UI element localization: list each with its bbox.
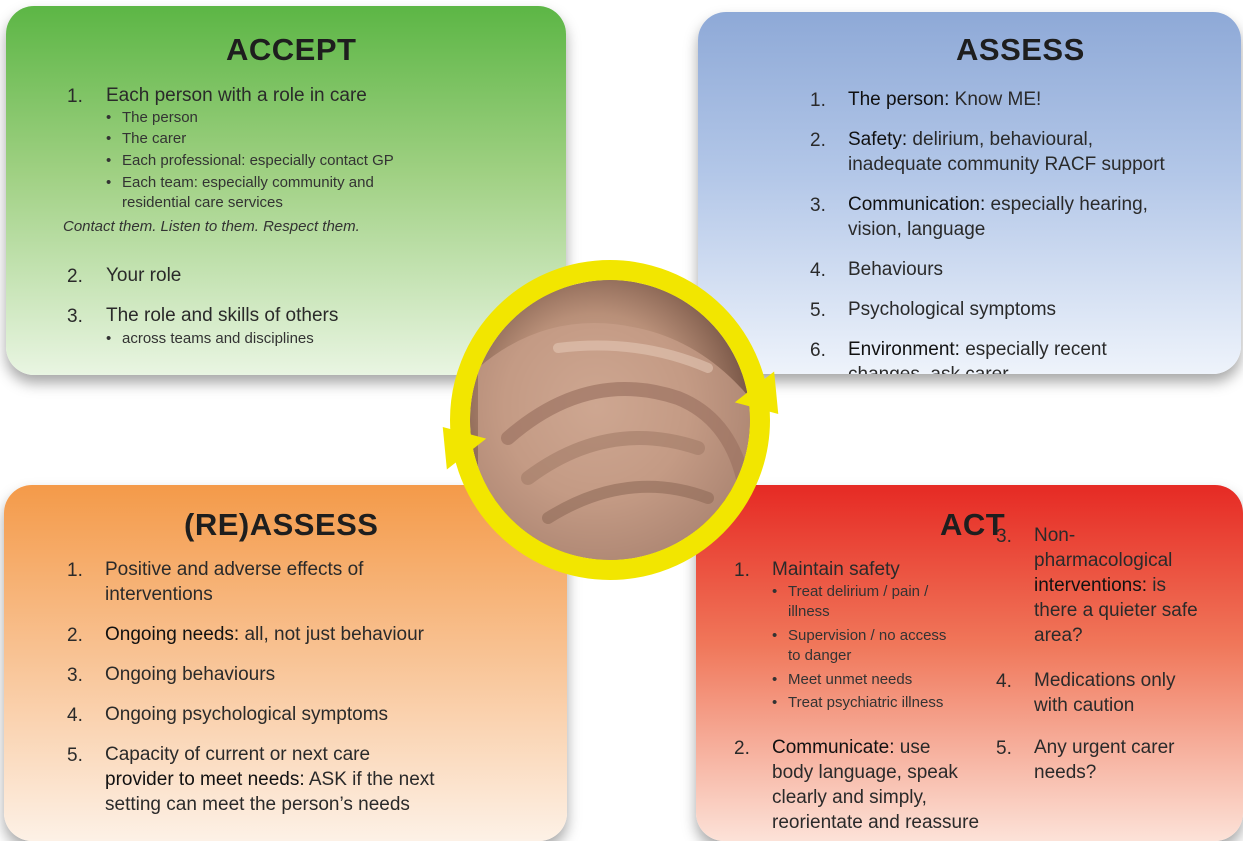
reassess-item-4: Ongoing psychological symptoms [105,704,389,725]
act-item-3-line1: Non- [1034,525,1076,546]
accept-item-3: The role and skills of others [106,305,339,326]
act-item-3-line4: there a quieter safe [1034,600,1198,621]
assess-item-5: Psychological symptoms [848,299,1057,320]
reassess-item-5-line2: provider to meet needs: ASK if the next [105,769,435,790]
act-sub-1: Treat delirium / pain / [772,582,928,602]
assess-num-1: 1. [810,90,826,111]
accept-sub-1: The person [106,108,198,128]
accept-num-2: 2. [67,266,83,287]
assess-num-5: 5. [810,300,826,321]
reassess-title: (RE)ASSESS [184,507,379,542]
act-sub-2: Supervision / no access [772,626,946,646]
act-item-5-line1: Any urgent carer [1034,737,1175,758]
act-sub-2-cont: to danger [788,647,852,664]
act-num-2: 2. [734,738,750,759]
reassess-panel: (RE)ASSESS 1. Positive and adverse effec… [4,485,567,841]
act-num-4: 4. [996,671,1012,692]
accept-note: Contact them. Listen to them. Respect th… [63,218,360,235]
act-sub-4: Treat psychiatric illness [772,693,943,713]
assess-item-2: Safety: delirium, behavioural, [848,129,1094,150]
reassess-item-1: Positive and adverse effects of [105,559,364,580]
accept-num-1: 1. [67,86,83,107]
reassess-num-1: 1. [67,560,83,581]
assess-item-4: Behaviours [848,259,944,280]
assess-item-1: The person: Know ME! [848,89,1042,110]
assess-num-4: 4. [810,260,826,281]
act-item-3-line3: interventions: is [1034,575,1167,596]
accept-sub-2: The carer [106,129,186,149]
act-item-5-line2: needs? [1034,762,1097,783]
reassess-num-4: 4. [67,705,83,726]
act-item-2-line3: clearly and simply, [772,787,927,808]
cycle-arrows-ring-icon [442,260,779,580]
act-item-1: Maintain safety [772,559,900,580]
act-item-4-line2: with caution [1034,695,1135,716]
assess-item-6: Environment: especially recent [848,339,1107,360]
assess-title: ASSESS [956,32,1085,67]
accept-sub3-1: across teams and disciplines [106,329,314,349]
reassess-num-3: 3. [67,665,83,686]
reassess-item-5: Capacity of current or next care [105,744,371,765]
act-item-3-line2: pharmacological [1034,550,1173,571]
assess-panel: ASSESS 1. The person: Know ME! 2. Safety… [698,12,1241,374]
holding-hands-photo-icon [470,280,750,560]
reassess-num-2: 2. [67,625,83,646]
assess-num-6: 6. [810,340,826,361]
reassess-item-2: Ongoing needs: all, not just behaviour [105,624,425,645]
reassess-item-1-line2: interventions [105,584,213,605]
accept-item-1: Each person with a role in care [106,85,367,106]
reassess-num-5: 5. [67,745,83,766]
assess-item-3: Communication: especially hearing, [848,194,1148,215]
act-num-3: 3. [996,526,1012,547]
act-item-2-line2: body language, speak [772,762,958,783]
accept-item-2: Your role [106,265,182,286]
act-title: ACT [940,507,1006,542]
act-sub-3: Meet unmet needs [772,670,912,690]
accept-sub-4: Each team: especially community and [106,173,374,193]
act-panel: ACT 1. Maintain safety Treat delirium / … [696,485,1243,841]
accept-sub-4-cont: residential care services [122,194,283,211]
accept-title: ACCEPT [226,32,357,67]
act-item-3-line5: area? [1034,625,1083,646]
act-item-4-line1: Medications only [1034,670,1176,691]
accept-sub-3: Each professional: especially contact GP [106,151,394,171]
act-sub-1-cont: illness [788,603,830,620]
reassess-item-3: Ongoing behaviours [105,664,276,685]
act-num-1: 1. [734,560,750,581]
assess-num-3: 3. [810,195,826,216]
reassess-item-5-line3: setting can meet the person’s needs [105,794,410,815]
act-item-2: Communicate: use [772,737,931,758]
assess-item-6-line2: changes, ask carer [848,362,1009,374]
act-num-5: 5. [996,738,1012,759]
accept-num-3: 3. [67,306,83,327]
assess-item-3-line2: vision, language [848,219,986,240]
accept-panel: ACCEPT 1. Each person with a role in car… [6,6,566,375]
assess-item-2-line2: inadequate community RACF support [848,154,1165,175]
assess-num-2: 2. [810,130,826,151]
act-item-2-line4: reorientate and reassure [772,812,980,833]
